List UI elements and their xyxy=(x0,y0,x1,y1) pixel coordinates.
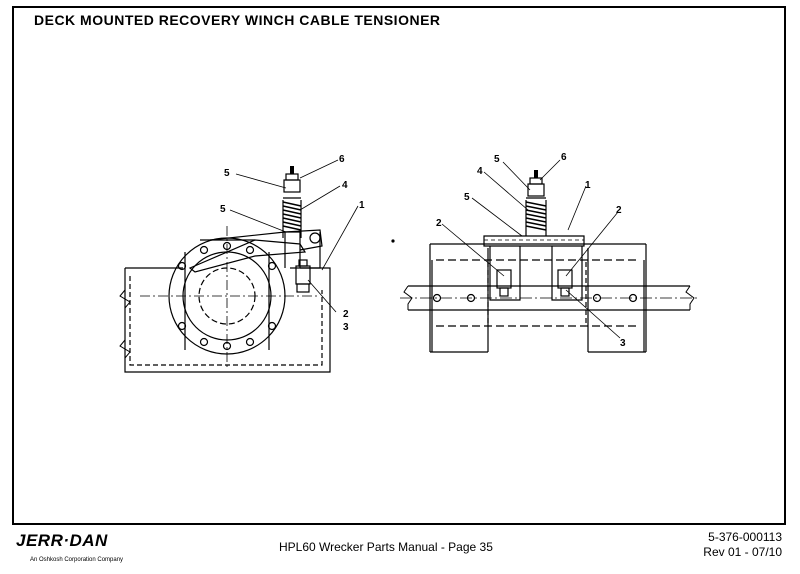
callout-left-3: 3 xyxy=(343,322,349,333)
callout-left-2: 2 xyxy=(343,309,349,320)
document-number: 5-376-000113 xyxy=(708,530,782,544)
callout-right-5a: 5 xyxy=(494,154,500,165)
brand-tagline: An Oshkosh Corporation Company xyxy=(30,557,124,563)
manual-page-label: HPL60 Wrecker Parts Manual - Page 35 xyxy=(279,540,493,554)
callout-right-4: 4 xyxy=(477,166,483,177)
callout-right-2b: 2 xyxy=(616,205,622,216)
brand-logo: JERR·DAN xyxy=(16,531,108,550)
revision-label: Rev 01 - 07/10 xyxy=(703,545,782,559)
callout-left-1: 1 xyxy=(359,200,365,211)
callout-right-2a: 2 xyxy=(436,218,442,229)
callout-right-1: 1 xyxy=(585,180,591,191)
callout-left-4: 4 xyxy=(342,180,348,191)
callout-left-6: 6 xyxy=(339,154,345,165)
left-view xyxy=(119,159,359,373)
document-number-block: 5-376-000113 Rev 01 - 07/10 xyxy=(703,530,782,560)
right-view xyxy=(400,159,700,353)
drawing-frame xyxy=(12,6,786,525)
callout-left-5a: 5 xyxy=(224,168,230,179)
callout-right-6: 6 xyxy=(561,152,567,163)
callout-right-3: 3 xyxy=(620,338,626,349)
page-title: DECK MOUNTED RECOVERY WINCH CABLE TENSIO… xyxy=(34,12,441,28)
callout-left-5b: 5 xyxy=(220,204,226,215)
callout-right-5b: 5 xyxy=(464,192,470,203)
